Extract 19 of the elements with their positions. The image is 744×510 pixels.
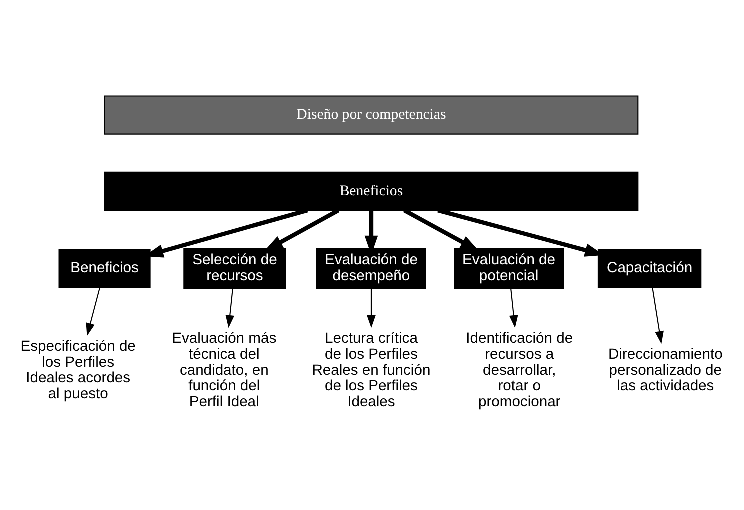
node-box: Evaluación de desempeño	[316, 248, 426, 289]
node-text: Especificación de los Perfiles Ideales acordes al puesto	[20, 338, 136, 402]
node-text: Evaluación más técnica del candidato, en función del Perfil Ideal	[172, 330, 277, 410]
arrow	[652, 288, 664, 344]
node-box: Diseño por competencias	[104, 95, 639, 134]
node-text: Identificación de recursos a desarrollar, rotar o promocionar	[466, 330, 574, 410]
node-text: Lectura crítica de los Perfiles Reales en función de los Perfiles Ideales	[312, 330, 431, 410]
arrow	[86, 287, 100, 336]
node-box: Beneficios	[58, 248, 151, 288]
node-box: Beneficios	[104, 171, 639, 211]
node-box: Evaluación de potencial	[454, 248, 564, 289]
node-box: Selección de recursos	[184, 248, 286, 289]
arrow	[509, 288, 518, 328]
arrow	[367, 288, 376, 328]
node-text: Direccionamiento personalizado de las actividades	[608, 346, 723, 394]
node-box: Capacitación	[598, 248, 702, 288]
arrow	[403, 208, 480, 252]
arrow	[264, 208, 340, 252]
arrow	[226, 288, 235, 328]
